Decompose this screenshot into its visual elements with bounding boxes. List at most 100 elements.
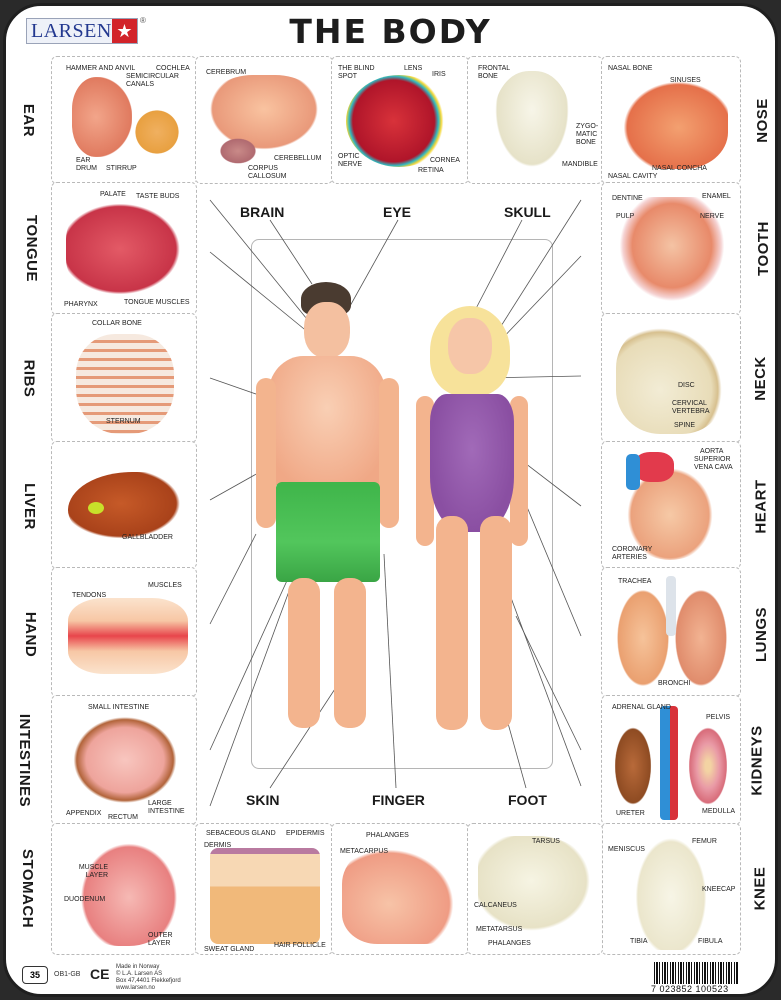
- boy-arm-right: [379, 378, 399, 528]
- barcode-number: 7 023852 100523: [651, 984, 729, 994]
- label-iris: IRIS: [432, 71, 446, 78]
- label-adrenal-gland: ADRENAL GLAND: [612, 704, 671, 711]
- label-nasal-cavity: NASAL CAVITY: [608, 173, 658, 180]
- label-pharynx: PHARYNX: [64, 301, 98, 308]
- skull-illustration: [494, 71, 570, 169]
- label-cervical-vertebra: CERVICAL VERTEBRA: [672, 400, 710, 415]
- vessels-illustration: [660, 706, 678, 820]
- tongue-illustration: [66, 199, 186, 299]
- label-fibula: FIBULA: [698, 938, 723, 945]
- tile-skull[interactable]: FRONTAL BONE ZYGO-MATIC BONE MANDIBLE: [467, 56, 603, 184]
- tile-kidneys[interactable]: ADRENAL GLAND PELVIS URETER MEDULLA: [601, 695, 741, 825]
- label-lens: LENS: [404, 65, 423, 72]
- label-bronchi: BRONCHI: [658, 680, 691, 687]
- tile-intestines[interactable]: SMALL INTESTINE APPENDIX RECTUM LARGE IN…: [51, 695, 197, 825]
- website-text[interactable]: www.larsen.no: [116, 985, 156, 991]
- center-label-skull: SKULL: [504, 204, 551, 220]
- label-tongue-muscles: TONGUE MUSCLES: [124, 299, 190, 306]
- piece-count-icon: 35: [22, 966, 48, 984]
- larsen-logo: LARSEN ★: [26, 18, 138, 44]
- label-corpus-callosum: CORPUS CALLOSUM: [248, 165, 287, 180]
- tile-brain[interactable]: CEREBRUM CEREBELLUM CORPUS CALLOSUM: [195, 56, 333, 184]
- tile-heart[interactable]: AORTA SUPERIOR VENA CAVA CORONARY ARTERI…: [601, 441, 741, 569]
- label-muscles: MUSCLES: [148, 582, 182, 589]
- ribs-illustration: [76, 334, 174, 434]
- label-medulla: MEDULLA: [702, 808, 736, 815]
- knee-illustration: [632, 832, 710, 950]
- star-icon: ★: [111, 19, 137, 43]
- tile-eye[interactable]: THE BLIND SPOT LENS IRIS OPTIC NERVE COR…: [331, 56, 469, 184]
- label-small-intestine: SMALL INTESTINE: [88, 704, 150, 711]
- label-rectum: RECTUM: [108, 814, 138, 821]
- tile-tooth[interactable]: DENTINE ENAMEL PULP NERVE: [601, 182, 741, 315]
- label-outer-layer: OUTER LAYER: [148, 932, 173, 947]
- label-sweat-gland: SWEAT GLAND: [204, 946, 255, 953]
- tile-stomach[interactable]: MUSCLE LAYER DUODENUM OUTER LAYER: [51, 823, 197, 955]
- boy-leg-left: [288, 578, 320, 728]
- tile-foot[interactable]: TARSUS CALCANEUS METATARSUS PHALANGES: [467, 823, 603, 955]
- cerebellum-illustration: [218, 137, 258, 165]
- boy-head: [304, 302, 350, 358]
- label-hammer-anvil: HAMMER AND ANVIL: [66, 65, 136, 72]
- hand-illustration: [68, 598, 188, 674]
- label-dermis: DERMIS: [204, 842, 232, 849]
- label-trachea: TRACHEA: [618, 578, 652, 585]
- label-sebaceous-gland: SEBACEOUS GLAND: [206, 830, 276, 837]
- copyright-text: © L.A. Larsen AS: [116, 971, 163, 977]
- label-gallbladder: GALLBLADDER: [122, 534, 173, 541]
- tooth-illustration: [616, 197, 728, 305]
- label-spine: SPINE: [674, 422, 696, 429]
- tile-neck[interactable]: DISC CERVICAL VERTEBRA SPINE: [601, 313, 741, 443]
- label-ureter: URETER: [616, 810, 645, 817]
- label-zygomatic-bone: ZYGO-MATIC BONE: [576, 123, 599, 146]
- label-appendix: APPENDIX: [66, 810, 102, 817]
- label-femur: FEMUR: [692, 838, 717, 845]
- tile-finger[interactable]: PHALANGES METACARPUS: [331, 823, 469, 955]
- center-label-eye: EYE: [383, 204, 412, 220]
- aorta-illustration: [634, 452, 674, 482]
- tile-ribs[interactable]: COLLAR BONE STERNUM: [51, 313, 197, 443]
- eye-illustration: [346, 75, 452, 167]
- puzzle-board: LARSEN ★ ® THE BODY HAMMER AND ANVIL COC…: [3, 3, 778, 997]
- label-sinuses: SINUSES: [670, 77, 701, 84]
- left-lung-illustration: [616, 588, 670, 688]
- label-sternum: STERNUM: [106, 418, 141, 425]
- tile-liver[interactable]: GALLBLADDER: [51, 441, 197, 569]
- boy-leg-right: [334, 578, 366, 728]
- label-taste-buds: TASTE BUDS: [136, 193, 180, 200]
- center-label-skin: SKIN: [246, 792, 280, 808]
- label-pulp: PULP: [616, 213, 635, 220]
- neck-illustration: [616, 324, 726, 434]
- tile-skin[interactable]: SEBACEOUS GLAND EPIDERMIS DERMIS SWEAT G…: [195, 823, 333, 955]
- boy-torso: [268, 356, 386, 486]
- label-nasal-bone: NASAL BONE: [608, 65, 653, 72]
- girl-arm-left: [416, 396, 434, 546]
- nose-illustration: [618, 77, 728, 169]
- tile-hand[interactable]: TENDONS MUSCLES: [51, 567, 197, 697]
- girl-arm-right: [510, 396, 528, 546]
- label-tibia: TIBIA: [630, 938, 648, 945]
- label-semicircular-canals: SEMICIRCULAR CANALS: [126, 73, 179, 88]
- label-coronary-arteries: CORONARY ARTERIES: [612, 546, 653, 561]
- label-nerve: NERVE: [700, 213, 724, 220]
- tile-knee[interactable]: MENISCUS FEMUR KNEECAP TIBIA FIBULA: [601, 823, 741, 955]
- label-cerebellum: CEREBELLUM: [274, 155, 322, 162]
- label-nasal-concha: NASAL CONCHA: [652, 165, 707, 172]
- kidney-left-illustration: [614, 726, 652, 806]
- girl-leg-left: [436, 516, 468, 730]
- manufacturer-info: Made in Norway © L.A. Larsen AS Box 47,4…: [116, 964, 181, 992]
- liver-illustration: [68, 472, 186, 542]
- piece-count: 35: [29, 970, 40, 980]
- label-cornea: CORNEA: [430, 157, 460, 164]
- tile-nose[interactable]: NASAL BONE SINUSES NASAL CAVITY NASAL CO…: [601, 56, 741, 184]
- label-cochlea: COCHLEA: [156, 65, 190, 72]
- ear-illustration: [72, 77, 132, 157]
- label-phalanges-foot: PHALANGES: [488, 940, 531, 947]
- label-tarsus: TARSUS: [532, 838, 560, 845]
- label-disc: DISC: [678, 382, 695, 389]
- trachea-illustration: [666, 576, 676, 636]
- girl-head: [448, 318, 492, 374]
- label-hair-follicle: HAIR FOLLICLE: [274, 942, 326, 949]
- tile-lungs[interactable]: TRACHEA BRONCHI: [601, 567, 741, 697]
- label-retina: RETINA: [418, 167, 444, 174]
